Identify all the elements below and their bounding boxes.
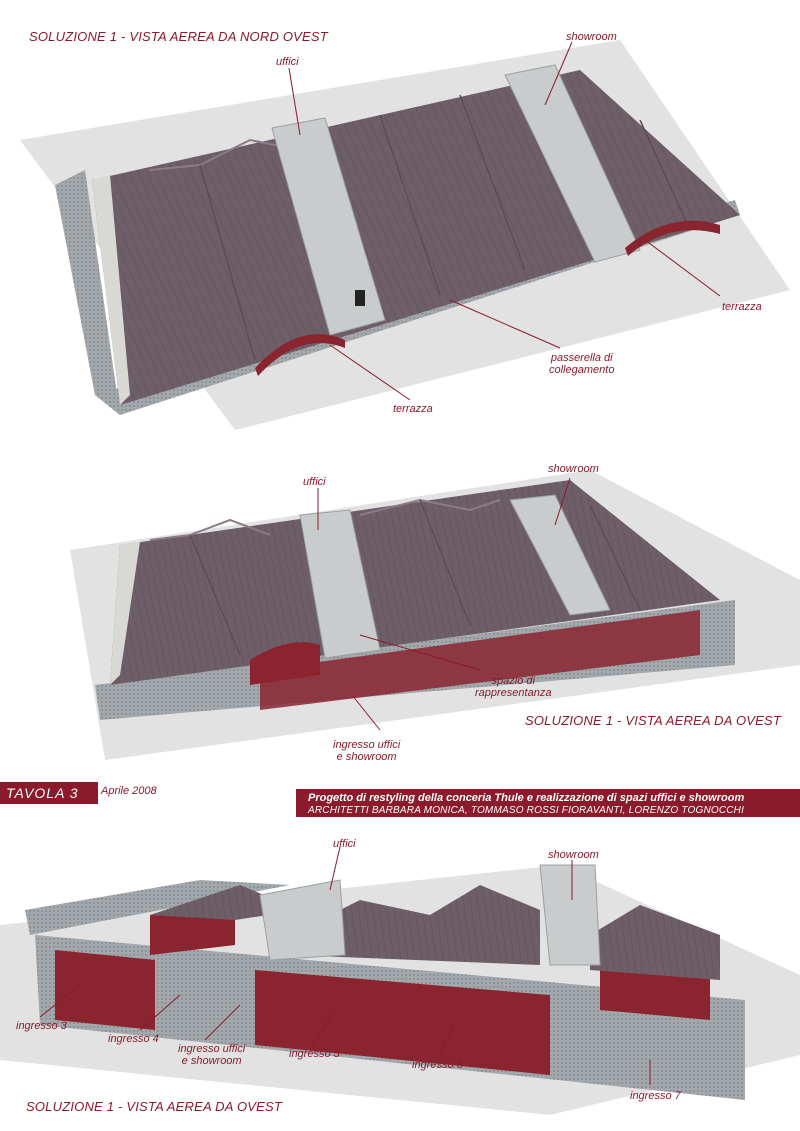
label-ingresso-uffici: ingresso uffici e showroom: [333, 739, 400, 763]
showroom-block: [509, 494, 611, 616]
offices-block: [259, 879, 346, 961]
label-showroom: showroom: [566, 31, 617, 43]
label-ingresso-uffici-3: ingresso uffici e showroom: [178, 1043, 245, 1067]
tavola-number: TAVOLA 3: [0, 782, 98, 804]
leader-uffici: [288, 67, 301, 136]
roof: [290, 885, 540, 965]
roof-ridge: [459, 94, 526, 271]
sheet-date: Aprile 2008: [101, 785, 157, 797]
roof-ridge: [189, 534, 241, 656]
view1-title: SOLUZIONE 1 - VISTA AEREA DA NORD OVEST: [29, 29, 328, 44]
label-ingresso-uffici-line2: e showroom: [336, 751, 397, 763]
roof-ridges: [149, 518, 271, 541]
roof-ridge: [199, 164, 256, 361]
label-showroom-2: showroom: [548, 463, 599, 475]
leader-ingresso5: [309, 1009, 336, 1051]
label-spazio: spazio di rappresentanza: [475, 675, 551, 699]
aerial-view-west-2: [0, 846, 800, 1115]
label-passerella-line2: collegamento: [549, 364, 615, 376]
label-uffici-2: uffici: [303, 476, 326, 488]
red-facade: [600, 965, 710, 1020]
leader-ingresso-uffici: [204, 1004, 241, 1041]
leader-ingresso: [351, 694, 381, 731]
label-ingresso-uffici-3-line2: e showroom: [181, 1055, 242, 1067]
label-passerella: passerella di collegamento: [549, 352, 614, 376]
architects: ARCHITETTI BARBARA MONICA, TOMMASO ROSSI…: [308, 805, 745, 816]
red-terrace: [625, 220, 720, 256]
offices-block: [271, 117, 386, 336]
label-passerella-line1: passerella di: [550, 352, 613, 364]
leader-showroom: [554, 477, 571, 526]
label-terrazza-right: terrazza: [722, 301, 762, 313]
view2-title: SOLUZIONE 1 - VISTA AEREA DA OVEST: [525, 713, 782, 728]
roof-ridges: [359, 498, 501, 516]
label-terrazza-bottom: terrazza: [393, 403, 433, 415]
label-ingresso-4: ingresso 4: [108, 1033, 159, 1045]
label-uffici-3: uffici: [333, 838, 356, 850]
leader-terrazza-bottom: [329, 344, 411, 401]
project-title: Progetto di restyling della conceria Thu…: [308, 792, 745, 804]
label-ingresso-7: ingresso 7: [630, 1090, 681, 1102]
terrace-strip: [110, 542, 140, 685]
sheet-band: TAVOLA 3 Aprile 2008 Progetto di restyli…: [0, 782, 800, 817]
roof-ridge: [639, 119, 691, 231]
showroom-block: [539, 864, 601, 966]
leader-terrazza-right: [644, 239, 721, 297]
red-facade: [255, 970, 550, 1075]
red-terrace: [250, 642, 320, 685]
roof-ridge: [589, 504, 641, 611]
leader-uffici: [329, 846, 341, 891]
red-facade: [55, 950, 155, 1030]
leader-passerella: [449, 299, 561, 349]
terrace-strip: [92, 175, 130, 405]
offices-block: [299, 509, 381, 659]
roof: [590, 905, 720, 980]
aerial-view-northwest: [20, 40, 790, 430]
label-ingresso-3: ingresso 3: [16, 1020, 67, 1032]
label-showroom-3: showroom: [548, 849, 599, 861]
view3-title: SOLUZIONE 1 - VISTA AEREA DA OVEST: [26, 1099, 283, 1114]
leader-showroom: [544, 41, 573, 106]
project-title-box: Progetto di restyling della conceria Thu…: [296, 789, 800, 817]
leader-spazio: [359, 634, 481, 671]
label-ingresso-uffici-line1: ingresso uffici: [333, 739, 401, 751]
leader-ingresso3: [39, 984, 81, 1018]
aerial-view-west-1: [70, 470, 800, 760]
red-terrace: [255, 334, 345, 376]
red-facade: [260, 610, 700, 710]
showroom-block: [504, 64, 641, 263]
label-ingresso-uffici-3-line1: ingresso uffici: [178, 1043, 246, 1055]
offices-void: [355, 290, 365, 306]
label-ingresso-5: ingresso 5: [289, 1048, 340, 1060]
roof-ridges: [149, 138, 301, 171]
leader-ingresso6: [439, 1022, 456, 1056]
mesh-facade: [55, 170, 120, 415]
leader-ingresso4: [139, 994, 181, 1031]
label-spazio-line1: spazio di: [491, 675, 535, 687]
label-uffici: uffici: [276, 56, 299, 68]
roof-ridge: [379, 114, 441, 296]
label-ingresso-6: ingresso 6: [412, 1059, 463, 1071]
label-spazio-line2: rappresentanza: [475, 687, 552, 699]
roof-ridge: [419, 499, 471, 626]
